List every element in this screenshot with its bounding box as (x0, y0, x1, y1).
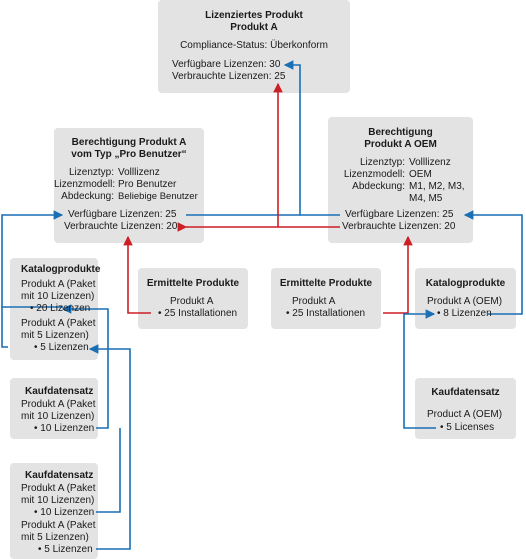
entitlement-oem-title: Berechtigung (368, 127, 433, 138)
licensed-product-box (158, 0, 350, 93)
discovered-left-count: • 25 Installationen (158, 308, 238, 319)
entitlement-a-model-label: Lizenzmodell: (54, 179, 116, 190)
wire-purchase-2b (88, 344, 131, 550)
discovered-left-product: Produkt A (170, 296, 214, 307)
wire-catalog-right (463, 210, 523, 315)
catalog-left-item1-line2: mit 10 Lizenzen) (21, 291, 95, 302)
entitlement-a-available: Verfügbare Lizenzen: 25 (68, 209, 177, 220)
purchase-1-line1: Produkt A (Paket (21, 399, 96, 410)
licensed-product-title: Lizenziertes Produkt (205, 10, 303, 21)
purchase-2-item1-line2: mit 10 Lizenzen) (21, 495, 95, 506)
catalog-right-box (415, 268, 516, 329)
discovered-right-box (271, 268, 381, 329)
catalog-left-item2-line2: mit 5 Lizenzen) (21, 330, 89, 341)
entitlement-oem-coverage-label: Abdeckung: (352, 181, 405, 192)
wire-purchase-2a (96, 428, 121, 513)
purchase-1-box (10, 378, 98, 439)
entitlement-oem-model-value: OEM (409, 169, 432, 180)
catalog-right-title: Katalogprodukte (425, 278, 506, 289)
entitlement-a-consumed: Verbrauchte Lizenzen: 20 (64, 221, 178, 232)
licensed-available: Verfügbare Lizenzen: 30 (172, 59, 281, 70)
entitlement-oem-type-value: Volllizenz (409, 157, 451, 168)
entitlement-a-coverage-label: Abdeckung: (61, 191, 114, 202)
wire-purchase-oem (403, 309, 436, 429)
catalog-right-product: Produkt A (OEM) (427, 296, 503, 307)
purchase-2-box (10, 463, 98, 559)
discovered-right-count: • 25 Installationen (286, 308, 366, 319)
catalog-left-title: Katalogprodukte (21, 264, 101, 275)
discovered-left-box (138, 268, 248, 329)
discovered-right-title: Ermittelte Produkte (279, 278, 373, 289)
purchase-2-item2-line2: mit 5 Lizenzen) (21, 532, 89, 543)
catalog-right-count: • 8 Lizenzen (437, 308, 492, 319)
compliance-status: Compliance-Status: Überkonform (180, 40, 328, 51)
wire-available-total (186, 60, 301, 216)
entitlement-oem-consumed: Verbrauchte Lizenzen: 20 (342, 221, 456, 232)
purchase-1-title: Kaufdatensatz (25, 386, 94, 397)
entitlement-oem-coverage-value-1: M1, M2, M3, (409, 181, 465, 192)
entitlement-a-title: Berechtigung Produkt A (71, 137, 187, 148)
discovered-left-title: Ermittelte Produkte (146, 278, 240, 289)
catalog-left-item2-count: • 5 Lizenzen (34, 342, 89, 353)
entitlement-a-subtitle: vom Typ „Pro Benutzer“ (71, 149, 187, 160)
purchase-1-count: • 10 Lizenzen (34, 423, 95, 434)
purchase-oem-box (415, 378, 516, 439)
entitlement-oem-subtitle: Produkt A OEM (364, 139, 437, 150)
entitlement-oem-available: Verfügbare Lizenzen: 25 (345, 209, 454, 220)
purchase-2-item2-count: • 5 Lizenzen (38, 544, 93, 555)
purchase-2-item2-line1: Produkt A (Paket (21, 520, 96, 531)
entitlement-oem-model-label: Lizenzmodell: (343, 169, 405, 180)
entitlement-a-model-value: Pro Benutzer (118, 179, 177, 190)
discovered-right-product: Produkt A (292, 296, 336, 307)
entitlement-oem-type-label: Lizenztyp: (359, 157, 405, 168)
wire-catalog-left-1 (1, 210, 64, 308)
entitlement-a-coverage-value: Beliebige Benutzer (118, 191, 198, 202)
licensed-product-name: Produkt A (230, 22, 278, 33)
catalog-left-item2-line1: Produkt A (Paket (21, 318, 96, 329)
purchase-oem-product: Product A (OEM) (427, 409, 503, 420)
purchase-oem-count: • 5 Licenses (440, 422, 495, 433)
catalog-left-item1-count: • 20 Lizenzen (30, 303, 91, 314)
entitlement-a-type-value: Volllizenz (118, 167, 160, 178)
licensed-consumed: Verbrauchte Lizenzen: 25 (172, 71, 286, 82)
entitlement-a-type-label: Lizenztyp: (68, 167, 114, 178)
wire-discovered-right (383, 235, 413, 314)
purchase-2-item1-line1: Produkt A (Paket (21, 483, 96, 494)
purchase-2-title: Kaufdatensatz (25, 470, 94, 481)
catalog-left-item1-line1: Produkt A (Paket (21, 279, 96, 290)
wire-purchase-1 (61, 304, 109, 429)
wire-catalog-left-2 (1, 307, 8, 348)
wire-discovered-left (123, 235, 151, 314)
purchase-1-line2: mit 10 Lizenzen) (21, 411, 95, 422)
entitlement-oem-box (328, 117, 473, 243)
purchase-2-item1-count: • 10 Lizenzen (34, 507, 95, 518)
purchase-oem-title: Kaufdatensatz (431, 387, 500, 398)
entitlement-oem-coverage-value-2: M4, M5 (409, 193, 443, 204)
